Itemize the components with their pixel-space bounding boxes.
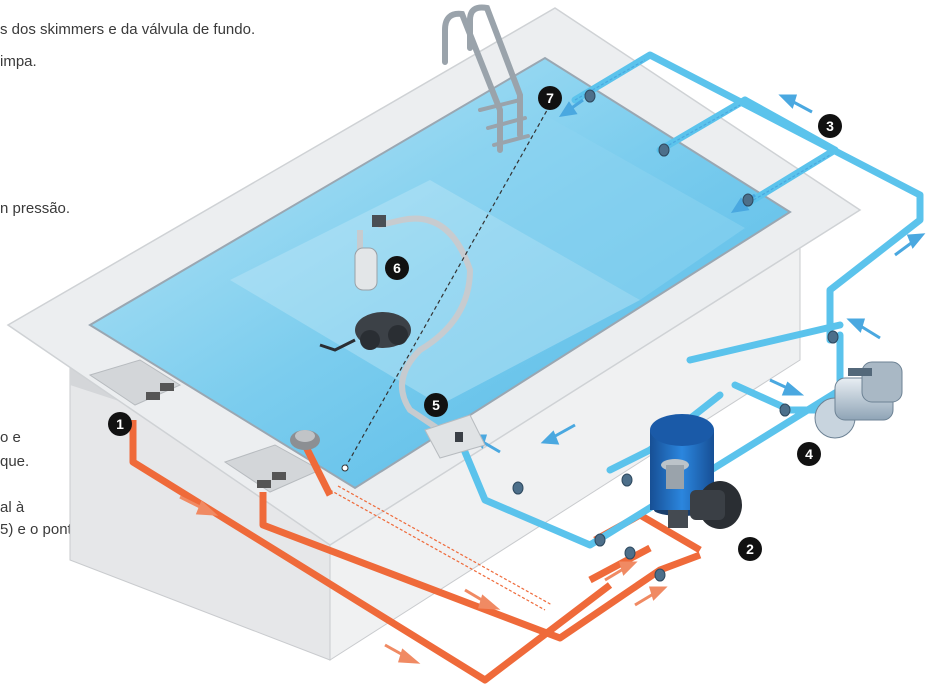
return-pipes-dashed xyxy=(574,59,831,206)
badge-3: 3 xyxy=(818,114,842,138)
text-fragment-4: o e xyxy=(0,429,21,446)
suction-pipes-dashed xyxy=(329,485,553,611)
return-pipes xyxy=(456,51,924,549)
text-fragment-2: impa. xyxy=(0,53,37,70)
text-fragment-5: que. xyxy=(0,453,30,470)
badge-4: 4 xyxy=(797,442,821,466)
cleaner-hose xyxy=(377,215,474,433)
filter-pump xyxy=(668,481,742,529)
skimmer-left xyxy=(88,359,182,406)
text-fragment-6: al à xyxy=(0,499,25,516)
pool-deep-floor xyxy=(430,115,745,300)
badge-1: 1 xyxy=(108,412,132,436)
badge-6: 6 xyxy=(385,256,409,280)
blue-arrows xyxy=(468,94,926,454)
bottom-drain xyxy=(290,430,320,450)
orange-arrows xyxy=(179,495,668,664)
cleaner-inlet xyxy=(424,414,486,459)
badge-2: 2 xyxy=(738,537,762,561)
booster-pump xyxy=(814,361,903,439)
text-fragment-3: n pressão. xyxy=(0,200,71,217)
text-fragment-1: s dos skimmers e da válvula de fundo. xyxy=(0,21,256,38)
robot-cleaner xyxy=(319,215,411,352)
text-fragment-7: 5) e o ponto xyxy=(0,521,81,538)
pool-ladder xyxy=(442,4,530,153)
pool-slope xyxy=(230,180,640,405)
badge-5: 5 xyxy=(424,393,448,417)
sand-filter xyxy=(650,414,714,516)
badge-7: 7 xyxy=(538,86,562,110)
